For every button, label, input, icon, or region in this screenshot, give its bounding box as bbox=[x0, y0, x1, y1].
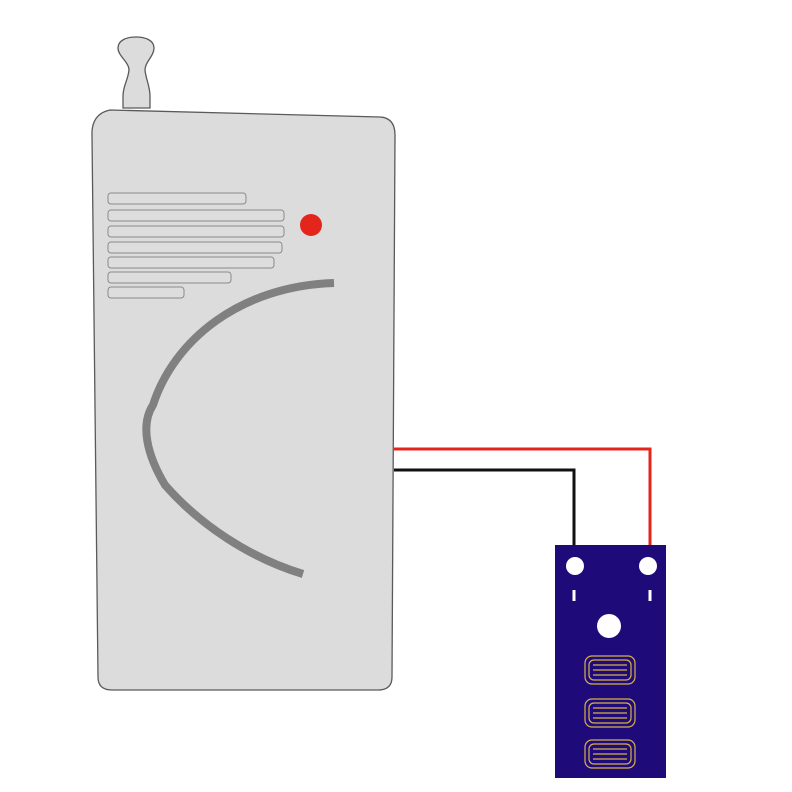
antenna bbox=[117, 36, 155, 109]
speaker-slot bbox=[107, 192, 247, 205]
mounting-hole bbox=[597, 614, 621, 638]
speaker-slot bbox=[107, 225, 285, 238]
trace-group bbox=[584, 698, 636, 728]
trace-group bbox=[584, 739, 636, 769]
speaker-grille bbox=[107, 192, 285, 299]
speaker-slot bbox=[107, 241, 283, 254]
speaker-slot bbox=[107, 271, 232, 284]
signal-arc bbox=[142, 279, 335, 578]
black-wire bbox=[394, 468, 576, 600]
led-indicator bbox=[300, 214, 322, 236]
trace-group bbox=[584, 655, 636, 685]
speaker-slot bbox=[107, 286, 185, 299]
transmitter-device bbox=[91, 36, 396, 691]
device-body bbox=[91, 109, 396, 691]
speaker-slot bbox=[107, 256, 275, 269]
speaker-slot bbox=[107, 209, 285, 222]
mounting-hole bbox=[566, 557, 584, 575]
sensor-pcb bbox=[555, 545, 666, 778]
mounting-hole bbox=[639, 557, 657, 575]
water-sensor-board bbox=[555, 545, 666, 778]
sensing-traces bbox=[584, 655, 636, 769]
